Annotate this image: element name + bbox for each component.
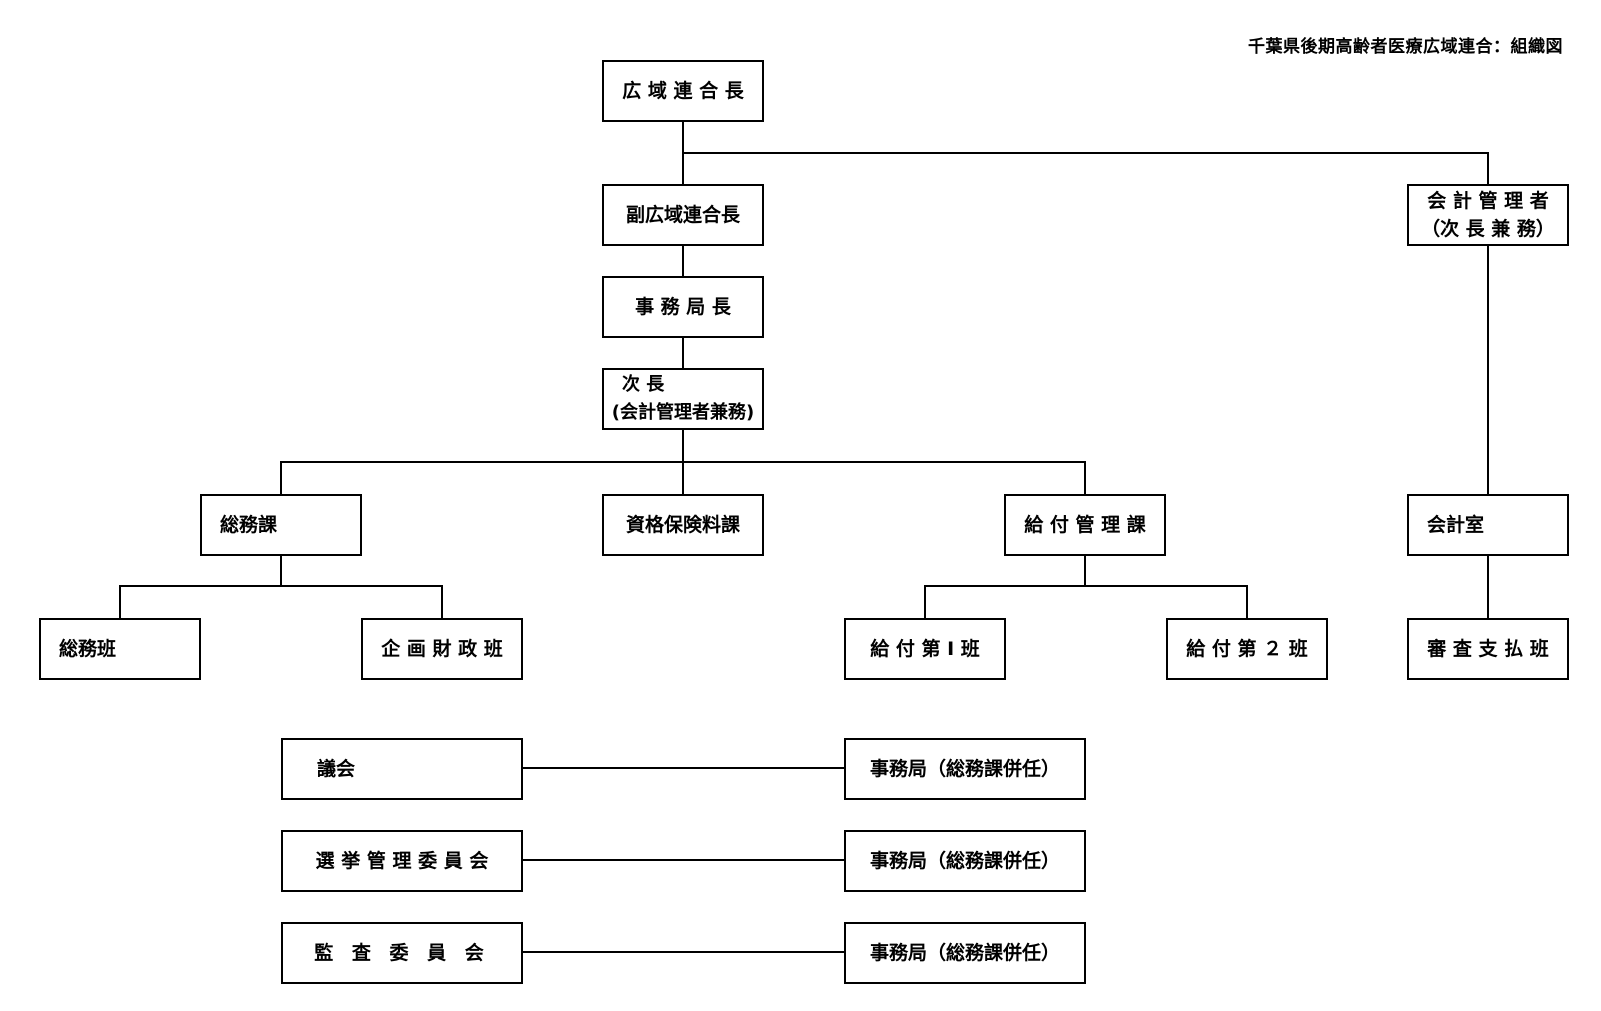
node-assembly-label: 議会 — [317, 758, 356, 780]
node-general-affairs-team: 総務班 — [39, 618, 201, 680]
node-election-committee-label: 選 挙 管 理 委 員 会 — [315, 850, 489, 872]
node-assembly-secretariat-label: 事務局（総務課併任） — [869, 758, 1060, 780]
node-audit-secretariat: 事務局（総務課併任） — [844, 922, 1086, 984]
node-head: 広 域 連 合 長 — [602, 60, 764, 122]
node-secretariat-director-label: 事 務 局 長 — [635, 296, 731, 318]
node-general-affairs-team-label: 総務班 — [59, 638, 117, 660]
node-general-affairs-division: 総務課 — [200, 494, 362, 556]
node-deputy-director-char-1: 次 — [622, 374, 640, 395]
connector-benefits-teams-bar — [924, 585, 1248, 618]
node-election-secretariat: 事務局（総務課併任） — [844, 830, 1086, 892]
node-election-committee: 選 挙 管 理 委 員 会 — [281, 830, 523, 892]
node-benefits-management-division: 給 付 管 理 課 — [1004, 494, 1166, 556]
diagram-title: 千葉県後期高齢者医療広域連合：組織図 — [1248, 37, 1563, 57]
node-eligibility-premium-division-label: 資格保険料課 — [625, 514, 740, 536]
node-assembly: 議会 — [281, 738, 523, 800]
node-audit-payment-team-label: 審 査 支 払 班 — [1427, 638, 1549, 660]
node-benefits-team-2-label: 給 付 第 ２ 班 — [1186, 638, 1308, 660]
node-benefits-team-2: 給 付 第 ２ 班 — [1166, 618, 1328, 680]
node-general-affairs-division-label: 総務課 — [220, 514, 278, 536]
node-election-secretariat-label: 事務局（総務課併任） — [869, 850, 1060, 872]
node-accounting-manager-sublabel: （次 長 兼 務） — [1421, 218, 1555, 240]
node-audit-committee: 監 査 委 員 会 — [281, 922, 523, 984]
node-deputy-director-sublabel: (会計管理者兼務) — [611, 402, 755, 423]
node-planning-finance-team-label: 企 画 財 政 班 — [381, 638, 503, 660]
node-benefits-team-1-label: 給 付 第 Ⅰ 班 — [870, 638, 980, 660]
node-secretariat-director: 事 務 局 長 — [602, 276, 764, 338]
node-audit-committee-label: 監 査 委 員 会 — [314, 942, 490, 964]
node-eligibility-premium-division: 資格保険料課 — [602, 494, 764, 556]
node-accounting-office-label: 会計室 — [1427, 514, 1485, 536]
node-deputy-director-char-2: 長 — [646, 374, 665, 395]
connector-general-teams-bar — [119, 585, 443, 618]
node-deputy-director-label: 次 長 — [604, 371, 762, 399]
node-benefits-management-division-label: 給 付 管 理 課 — [1024, 514, 1146, 536]
node-accounting-manager: 会 計 管 理 者 （次 長 兼 務） — [1407, 184, 1569, 246]
node-audit-secretariat-label: 事務局（総務課併任） — [869, 942, 1060, 964]
node-audit-payment-team: 審 査 支 払 班 — [1407, 618, 1569, 680]
node-assembly-secretariat: 事務局（総務課併任） — [844, 738, 1086, 800]
node-deputy-director: 次 長 (会計管理者兼務) — [602, 368, 764, 430]
node-planning-finance-team: 企 画 財 政 班 — [361, 618, 523, 680]
node-vice-head-label: 副広域連合長 — [625, 204, 740, 226]
connector-divisions-bar — [280, 461, 1086, 494]
node-accounting-manager-label: 会 計 管 理 者 — [1427, 190, 1549, 212]
node-vice-head: 副広域連合長 — [602, 184, 764, 246]
connector-head-accounting-manager — [683, 152, 1489, 184]
node-accounting-office: 会計室 — [1407, 494, 1569, 556]
node-benefits-team-1: 給 付 第 Ⅰ 班 — [844, 618, 1006, 680]
node-head-label: 広 域 連 合 長 — [622, 80, 744, 102]
